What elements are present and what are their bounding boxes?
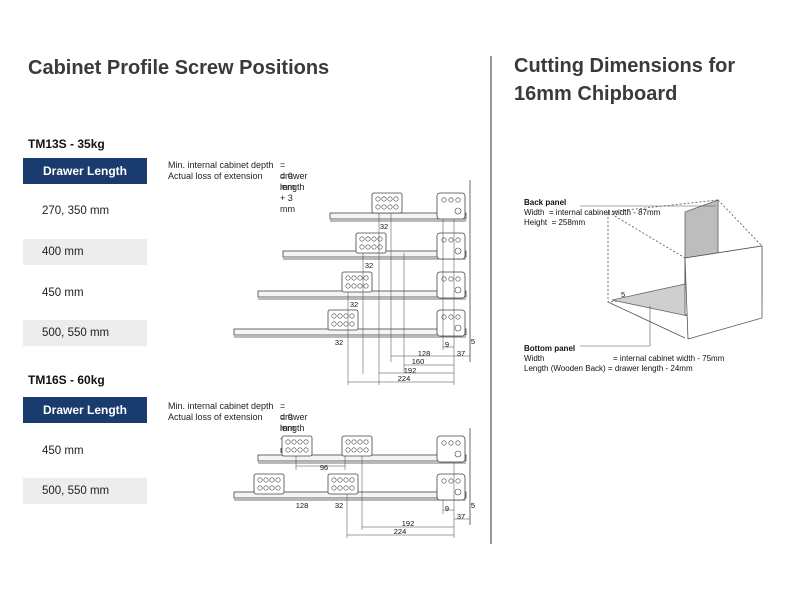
dim-label: 32	[335, 338, 343, 347]
table-row: 450 mm	[42, 287, 84, 299]
table-row: 450 mm	[42, 445, 84, 457]
table-row: 500, 550 mm	[23, 320, 147, 346]
bottom-panel-length: Length (Wooden Back) = drawer length - 2…	[524, 364, 693, 373]
dim-label: 37	[457, 512, 465, 521]
dim-label: 5	[471, 501, 475, 510]
drawer-length-header: Drawer Length	[23, 397, 147, 423]
dim-label: 32	[335, 501, 343, 510]
dim-label: 160	[412, 357, 425, 366]
drawer-dim-label: 5	[621, 290, 625, 299]
dim-label: 9	[445, 340, 449, 349]
dim-label: 32	[350, 300, 358, 309]
drawer-length-header: Drawer Length	[23, 158, 147, 184]
dim-label: 96	[320, 463, 328, 472]
dim-label: 224	[398, 374, 411, 383]
dim-label: 37	[457, 349, 465, 358]
column-divider	[490, 56, 492, 544]
bottom-panel-width: Width= internal cabinet width - 75mm	[524, 354, 725, 363]
section-label-tm13s: TM13S - 35kg	[28, 137, 105, 151]
section-label-tm16s: TM16S - 60kg	[28, 373, 105, 387]
dim-label: 224	[394, 527, 407, 536]
note-depth: Min. internal cabinet depth= drawer leng…	[168, 160, 308, 214]
dim-label: 128	[418, 349, 431, 358]
note-extension: Actual loss of extension= 0 mm	[168, 171, 295, 192]
dim-label: 192	[402, 519, 415, 528]
right-title: Cutting Dimensions for 16mm Chipboard	[514, 55, 736, 105]
dim-label: 9	[445, 504, 449, 513]
back-panel-heading: Back panel	[524, 198, 567, 207]
dim-label: 32	[365, 261, 373, 270]
dim-label: 5	[471, 337, 475, 346]
back-panel-width: Width = internal cabinet width - 87mm	[524, 208, 661, 217]
table-row: 400 mm	[23, 239, 147, 265]
back-panel-height: Height = 258mm	[524, 218, 586, 227]
left-title: Cabinet Profile Screw Positions	[28, 57, 330, 79]
dim-label: 192	[404, 366, 417, 375]
bottom-panel-heading: Bottom panel	[524, 344, 576, 353]
table-row: 270, 350 mm	[42, 205, 110, 217]
note-extension: Actual loss of extension= 0 mm	[168, 412, 295, 433]
dim-label: 32	[380, 222, 388, 231]
drawer-illustration	[580, 199, 763, 347]
dim-label: 128	[296, 501, 309, 510]
table-row: 500, 550 mm	[23, 478, 147, 504]
